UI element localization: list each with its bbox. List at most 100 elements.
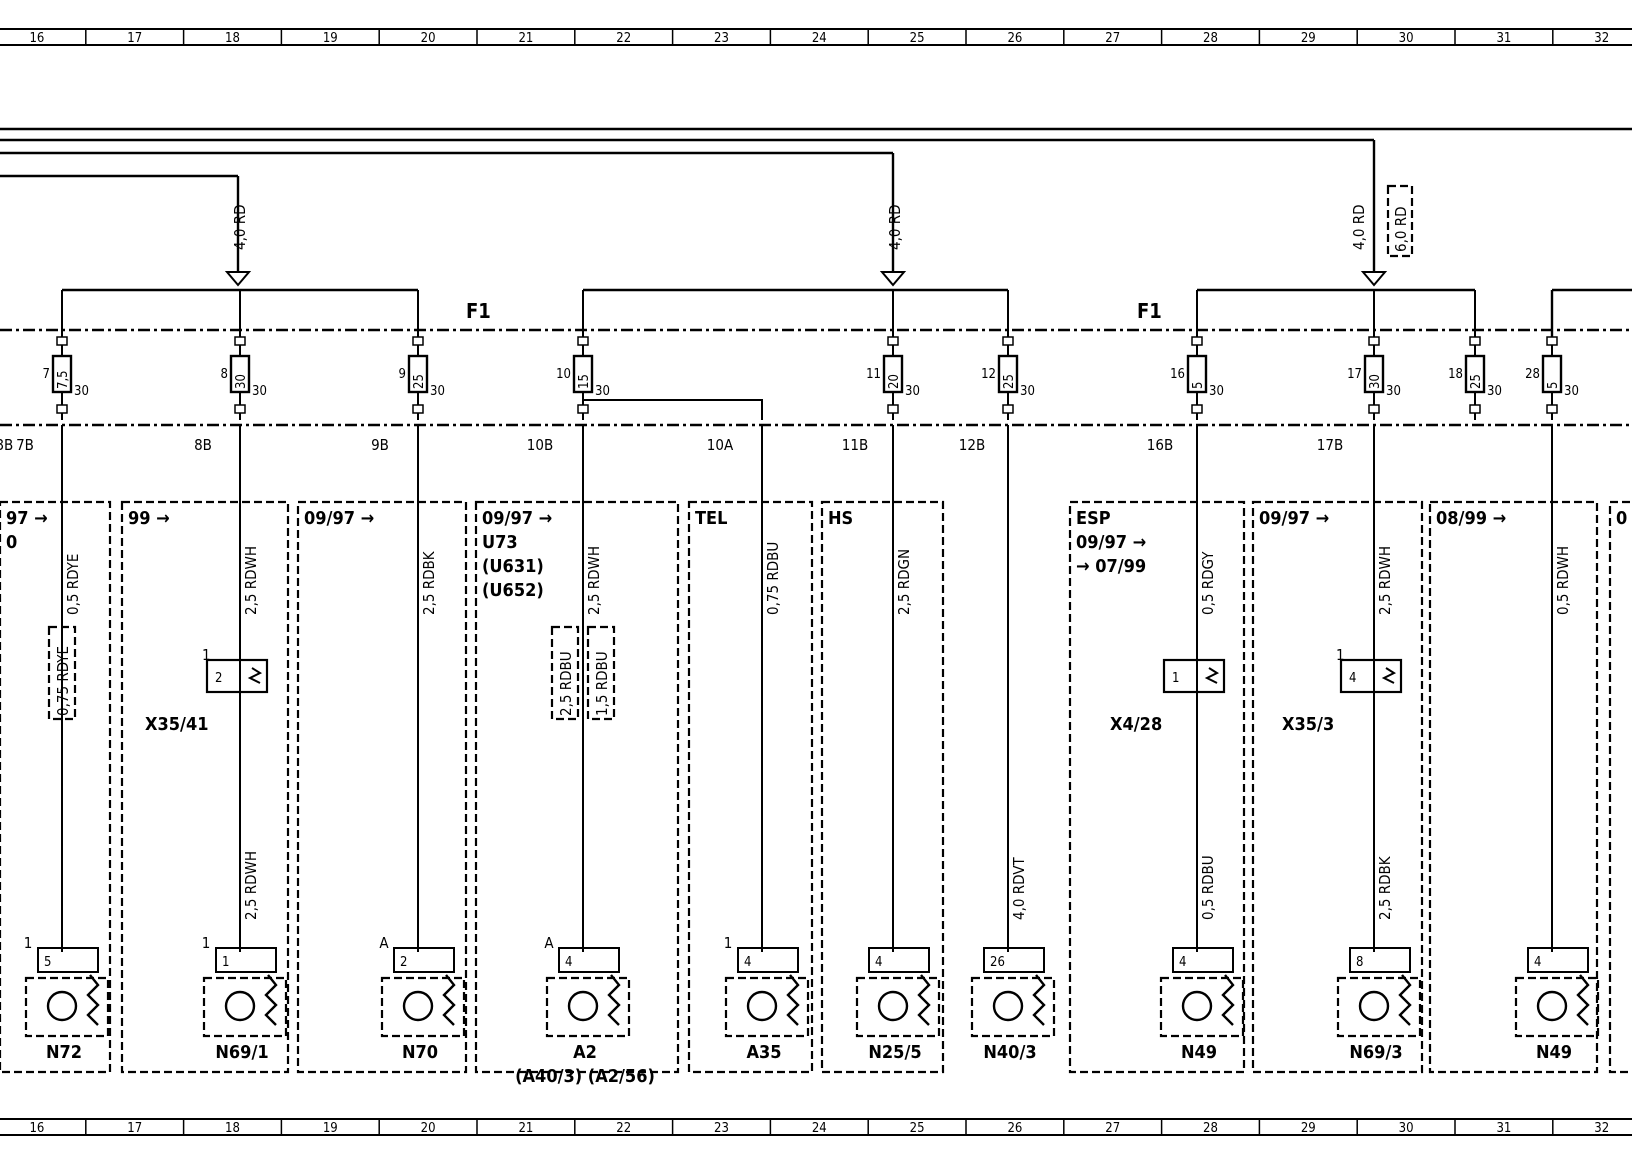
component-id: N25/5 (868, 1042, 921, 1063)
wire-alt-label: 2,5 RDBU (557, 651, 575, 716)
fuse-number: 12 (981, 367, 996, 382)
wire-label: 0,75 RDBU (764, 542, 782, 615)
grid-column-number: 23 (714, 1121, 729, 1136)
component-id: N40/3 (983, 1042, 1036, 1063)
option-group-box (474, 500, 680, 1074)
component-id: A2 (573, 1042, 597, 1063)
component-id: N69/3 (1349, 1042, 1402, 1063)
fuse-number: 18 (1448, 367, 1463, 382)
circuit-columns: 97 →099 →09/97 →09/97 →U73(U631)(U652)TE… (0, 425, 1632, 1087)
option-group-label: → 07/99 (1076, 556, 1146, 577)
fuse-terminal-label: 11B (842, 436, 868, 454)
wire-label: 2,5 RDBK (420, 550, 438, 615)
fuse-number: 8 (221, 367, 228, 382)
grid-column-number: 21 (518, 1121, 533, 1136)
pin-id: 1 (24, 934, 33, 952)
fuse-output-terminal: 30 (74, 384, 89, 399)
fuse-box-label: F1 (1137, 299, 1162, 323)
grid-column-number: 19 (323, 31, 338, 46)
fuse-rating: 5 (1191, 382, 1206, 389)
fuse-output-terminal: 30 (1386, 384, 1401, 399)
feed-wire-alt-label: 6,0 RD (1392, 206, 1410, 252)
grid-column-number: 24 (812, 1121, 827, 1136)
wire-label: 2,5 RDWH (242, 546, 260, 615)
transistor-icon (992, 990, 1024, 1022)
grid-column-number: 31 (1496, 31, 1511, 46)
connector-pin: 4 (1349, 671, 1356, 686)
wire-label: 2,5 RDWH (1376, 546, 1394, 615)
wire-alt-label: 1,5 RDBU (593, 651, 611, 716)
wire-label: 2,5 RDGN (895, 549, 913, 615)
transistor-icon (1181, 990, 1213, 1022)
wire-label: 2,5 RDWH (585, 546, 603, 615)
fuse-terminal-label: 9B (371, 436, 389, 454)
pin-number: 4 (1534, 955, 1541, 970)
pin-number: 4 (1179, 955, 1186, 970)
connector-box (1339, 658, 1403, 694)
fuse-terminal-label: 12B (959, 436, 985, 454)
option-group-box (820, 500, 945, 1074)
option-group-label: 0 (6, 532, 17, 553)
feed-wire-label: 4,0 RD (1350, 204, 1368, 250)
wire-label: 0,5 RDBU (1199, 855, 1217, 920)
grid-column-number: 28 (1203, 1121, 1218, 1136)
component-id: N49 (1536, 1042, 1572, 1063)
component-id: N70 (402, 1042, 438, 1063)
fuse-number: 7 (43, 367, 50, 382)
fuse-rating: 15 (577, 374, 592, 389)
fuse-output-terminal: 30 (1487, 384, 1502, 399)
wire-label: 0,5 RDGY (1199, 551, 1217, 615)
grid-column-number: 30 (1399, 1121, 1414, 1136)
supply-bus (0, 127, 1632, 340)
fuse-terminal-label: 10B (527, 436, 553, 454)
transistor-icon (877, 990, 909, 1022)
option-group-label: U73 (482, 532, 518, 553)
grid-column-number: 20 (421, 31, 436, 46)
transistor-icon (1536, 990, 1568, 1022)
fuse-terminal-label: 16B (1147, 436, 1173, 454)
transistor-icon (746, 990, 778, 1022)
fuse-rating: 5 (1546, 382, 1561, 389)
option-group-label: 99 → (128, 508, 170, 529)
fuse-rating: 25 (1002, 374, 1017, 389)
option-group-box (1608, 500, 1632, 1074)
grid-column-number: 24 (812, 31, 827, 46)
transistor-icon (402, 990, 434, 1022)
fuse-number: 11 (866, 367, 881, 382)
fuse-output-terminal: 30 (1209, 384, 1224, 399)
option-group-box (296, 500, 468, 1074)
grid-column-number: 29 (1301, 31, 1316, 46)
grid-column-number: 16 (29, 1121, 44, 1136)
grid-column-number: 25 (910, 31, 925, 46)
pin-number: 4 (744, 955, 751, 970)
wire-label: 2,5 RDWH (242, 851, 260, 920)
fuse-rating: 7,5 (56, 370, 71, 389)
feed-wire-label: 4,0 RD (886, 204, 904, 250)
component-id: N72 (46, 1042, 82, 1063)
option-group-label: 09/97 → (1259, 508, 1329, 529)
connector-pin: 2 (215, 671, 222, 686)
grid-column-number: 32 (1594, 31, 1609, 46)
option-group-label: (U652) (482, 580, 544, 601)
option-group-label: 0 (1616, 508, 1627, 529)
connector-id: X35/41 (145, 714, 208, 735)
transistor-icon (1358, 990, 1390, 1022)
feed-wire-label: 4,0 RD (231, 204, 249, 250)
grid-column-number: 21 (518, 31, 533, 46)
grid-column-number: 20 (421, 1121, 436, 1136)
pin-number: 2 (400, 955, 407, 970)
grid-column-number: 26 (1007, 1121, 1022, 1136)
option-group-label: (U631) (482, 556, 544, 577)
grid-column-number: 27 (1105, 1121, 1120, 1136)
pin-id: A (379, 934, 389, 952)
grid-column-number: 25 (910, 1121, 925, 1136)
pin-number: 4 (875, 955, 882, 970)
pin-id: 1 (724, 934, 733, 952)
option-group-label: 08/99 → (1436, 508, 1506, 529)
pin-id: 1 (202, 934, 211, 952)
fuse-number: 17 (1347, 367, 1362, 382)
fuse-rating: 30 (234, 374, 249, 389)
